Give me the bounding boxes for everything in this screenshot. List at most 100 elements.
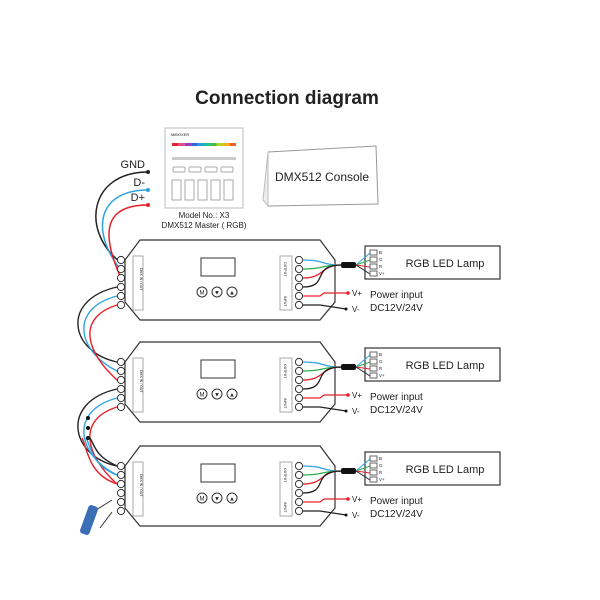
dmx512-console: DMX512 Console: [262, 145, 379, 208]
decoder-button-label: ▼: [214, 291, 220, 297]
decoder-button: [211, 286, 223, 298]
panel-button: [220, 166, 234, 173]
color-strip-segment: [210, 143, 217, 146]
color-strip-segment: [223, 143, 230, 146]
terminal-screw: [116, 470, 126, 480]
dmx-port-label: DMX IN / OUT: [139, 268, 143, 291]
bus-wire-d: D+: [108, 192, 150, 277]
bus-wire-label: GND: [121, 159, 146, 171]
terminal-screw: [294, 264, 304, 274]
lamp-label: RGB LED Lamp: [406, 258, 485, 270]
vminus-label: V-: [352, 407, 360, 416]
vplus-label: V+: [352, 391, 362, 400]
lamp-pin-label: R: [379, 470, 383, 475]
decoder-button-label: M: [200, 291, 205, 297]
terminal-screw: [116, 461, 126, 471]
lamp-pin: [369, 365, 378, 372]
terminal-screw: [116, 282, 126, 292]
cable-connector: [341, 262, 356, 268]
terminal-screw: [116, 479, 126, 489]
terminal-screw: [116, 384, 126, 394]
daisy-chain-wire: [83, 397, 118, 476]
lamp-pin: [369, 256, 378, 263]
terminal-screw: [294, 479, 304, 489]
terminal-screw: [294, 506, 304, 516]
rgb-led-lamp: [364, 451, 501, 486]
terminal-screw: [294, 402, 304, 412]
decoder-button: [211, 388, 223, 400]
terminal-screw: [116, 366, 126, 376]
terminal-screw: [294, 470, 304, 480]
terminal-screw: [294, 291, 304, 301]
output-port-label: OUTPUT: [283, 468, 287, 483]
color-strip-segment: [178, 143, 185, 146]
terminal-screw: [116, 255, 126, 265]
decoder-body: [124, 239, 336, 321]
lcd-display: [200, 463, 236, 483]
decoder-button: [196, 388, 208, 400]
lamp-pin-label: G: [379, 463, 383, 468]
terminal-screw: [294, 497, 304, 507]
lamp-pin-label: V+: [379, 271, 385, 276]
decoder-button: [211, 492, 223, 504]
input-port-label: INPUT: [283, 502, 287, 513]
terminal-screw: [116, 375, 126, 385]
lamp-pin-label: G: [379, 359, 383, 364]
color-strip-segment: [197, 143, 204, 146]
terminator-resistor: [80, 499, 113, 535]
terminal-screw: [116, 300, 126, 310]
lamp-pin: [369, 462, 378, 469]
terminal-screw: [116, 506, 126, 516]
lcd-display: [200, 359, 236, 379]
vminus-label: V-: [352, 305, 360, 314]
bus-wire-label: D+: [131, 192, 145, 204]
incoming-wire: [89, 437, 118, 467]
decoder-button-label: ▲: [229, 393, 235, 399]
lamp-pin-label: R: [379, 264, 383, 269]
lamp-pin: [369, 263, 378, 270]
panel-slider: [197, 179, 208, 201]
daisy-chain-wire: [89, 406, 118, 485]
terminal-screw: [294, 255, 304, 265]
diagram-title: Connection diagram: [195, 88, 379, 109]
terminal-screw: [294, 488, 304, 498]
daisy-chain-wire: [77, 388, 118, 467]
lamp-pin-label: R: [379, 366, 383, 371]
decoder-button: [226, 286, 238, 298]
panel-slider: [184, 179, 195, 201]
brand-logo: MiBOXER: [171, 132, 189, 137]
decoder-button: [196, 492, 208, 504]
dmx-port-label: DMX IN / OUT: [139, 370, 143, 393]
terminal-screw: [294, 273, 304, 283]
daisy-chain-wire: [83, 295, 118, 372]
decoder-button-label: ▼: [214, 497, 220, 503]
master-name: DMX512 Master ( RGB): [162, 221, 247, 230]
vplus-label: V+: [352, 289, 362, 298]
panel-button: [204, 166, 218, 173]
daisy-chain-wire: [89, 304, 118, 381]
decoder-body: [124, 445, 336, 527]
master-model: Model No.: X3: [179, 211, 230, 220]
terminal-screw: [294, 461, 304, 471]
terminal-screw: [116, 273, 126, 283]
panel-slider: [223, 179, 234, 201]
output-port-label: OUTPUT: [283, 364, 287, 379]
lamp-pin-label: B: [379, 250, 382, 255]
rgb-led-lamp: [364, 347, 501, 382]
color-strip-segment: [172, 143, 179, 146]
vplus-label: V+: [352, 495, 362, 504]
lamp-pin: [369, 469, 378, 476]
rgb-led-lamp: [364, 245, 501, 280]
lamp-pin-label: B: [379, 456, 382, 461]
lcd-display: [200, 257, 236, 277]
terminal-screw: [294, 366, 304, 376]
lamp-label: RGB LED Lamp: [406, 360, 485, 372]
terminal-screw: [294, 384, 304, 394]
panel-button: [188, 166, 202, 173]
lamp-pin: [369, 455, 378, 462]
output-port-label: OUTPUT: [283, 262, 287, 277]
lamp-pin-label: V+: [379, 477, 385, 482]
decoder-button-label: M: [200, 497, 205, 503]
bus-wire-label: D-: [133, 177, 145, 189]
